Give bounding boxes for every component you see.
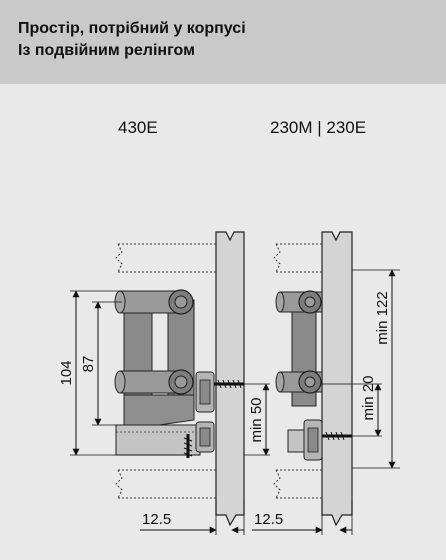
upper-shelf-outline-left [115, 243, 216, 273]
railing-430e [114, 289, 201, 456]
screw-icon [183, 379, 244, 458]
upper-shelf-outline-right [273, 243, 322, 273]
right-side-panel [321, 231, 353, 527]
lower-shelf-outline-right [273, 469, 322, 499]
dimension-min-50: min 50 [248, 397, 265, 442]
page-title: Простір, потрібний у корпусі Із подвійни… [18, 20, 246, 59]
model-label-230m-230e: 230M | 230E [270, 118, 367, 137]
lower-shelf-outline-left [115, 469, 216, 499]
runner-fitting-430e [195, 371, 215, 453]
screw-icon [322, 431, 352, 441]
dimension-87: 87 [80, 356, 97, 373]
dimension-offset-right: 12.5 [254, 511, 283, 528]
dimension-offset-left: 12.5 [142, 511, 171, 528]
dimension-arrows [72, 269, 396, 534]
dimension-min-122: min 122 [374, 291, 391, 344]
dimension-104: 104 [58, 360, 75, 385]
railing-230m-230e [275, 290, 323, 453]
model-label-430e: 430E [118, 118, 158, 137]
dimension-min-20: min 20 [360, 375, 377, 420]
left-side-panel [215, 231, 245, 527]
runner-fitting-230m-230e [303, 419, 323, 461]
header-bar: Простір, потрібний у корпусі Із подвійни… [0, 0, 446, 84]
